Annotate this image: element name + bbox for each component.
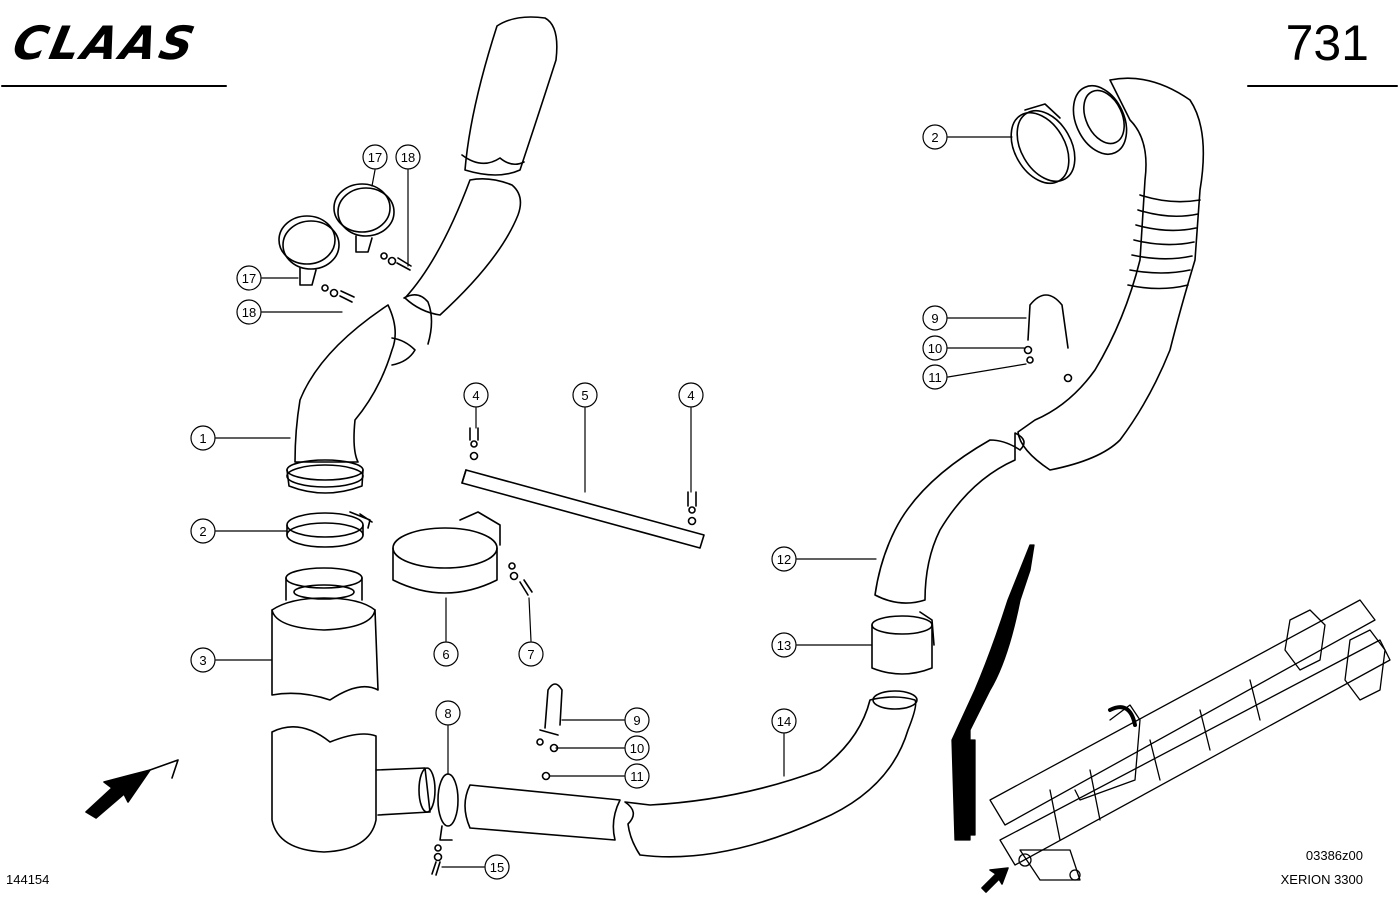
svg-text:9: 9 <box>931 311 938 326</box>
vehicle-frame-overview <box>951 544 1391 881</box>
callout-4-right: 4 <box>678 382 704 408</box>
svg-text:18: 18 <box>242 305 256 320</box>
callout-3: 3 <box>190 647 216 673</box>
tail-pipe-upper <box>403 16 558 345</box>
callout-11-lower: 11 <box>624 763 650 789</box>
svg-text:4: 4 <box>687 388 694 403</box>
callout-11-upper: 11 <box>922 364 948 390</box>
callout-8: 8 <box>435 700 461 726</box>
callout-7: 7 <box>518 641 544 667</box>
small-direction-arrow-icon <box>981 867 1009 893</box>
svg-text:10: 10 <box>928 341 942 356</box>
callout-10-lower: 10 <box>624 735 650 761</box>
callout-18-lower: 18 <box>236 299 262 325</box>
callout-6: 6 <box>433 641 459 667</box>
callout-1: 1 <box>190 425 216 451</box>
svg-text:14: 14 <box>777 714 791 729</box>
callout-9-lower: 9 <box>624 707 650 733</box>
svg-text:7: 7 <box>527 647 534 662</box>
svg-text:6: 6 <box>442 647 449 662</box>
callout-17-lower: 17 <box>236 265 262 291</box>
callout-5: 5 <box>572 382 598 408</box>
svg-text:11: 11 <box>928 370 942 385</box>
callout-2-left: 2 <box>190 518 216 544</box>
svg-text:17: 17 <box>242 271 256 286</box>
callout-2-right: 2 <box>922 124 948 150</box>
band-clamp-8 <box>431 773 459 876</box>
svg-text:5: 5 <box>581 388 588 403</box>
callout-14: 14 <box>771 708 797 734</box>
callout-10-upper: 10 <box>922 335 948 361</box>
svg-text:9: 9 <box>633 713 640 728</box>
exhaust-clamp-right <box>1010 103 1076 185</box>
exhaust-clamp-left <box>286 511 373 548</box>
svg-text:8: 8 <box>444 706 451 721</box>
model-name: XERION 3300 <box>1280 872 1363 887</box>
svg-text:4: 4 <box>472 388 479 403</box>
svg-text:15: 15 <box>490 860 504 875</box>
exhaust-pipe-upper-right <box>874 77 1205 604</box>
svg-text:3: 3 <box>199 653 206 668</box>
u-bolt-lower <box>536 683 563 781</box>
silencer-body <box>271 567 436 853</box>
u-bolt-upper <box>1023 294 1073 383</box>
svg-text:10: 10 <box>630 741 644 756</box>
callout-12: 12 <box>771 546 797 572</box>
direction-arrow-icon <box>85 759 179 819</box>
svg-text:17: 17 <box>368 150 382 165</box>
svg-text:2: 2 <box>199 524 206 539</box>
callout-leaders <box>215 136 1027 868</box>
svg-text:2: 2 <box>931 130 938 145</box>
svg-text:12: 12 <box>777 552 791 567</box>
pipe-connector-sleeve <box>871 611 935 710</box>
callout-15: 15 <box>484 854 510 880</box>
tail-pipe-elbow <box>286 304 416 494</box>
callout-markers: 1 2 3 17 18 17 18 4 5 4 6 7 8 9 10 11 15… <box>190 124 948 880</box>
callout-17-upper: 17 <box>362 144 388 170</box>
svg-text:18: 18 <box>401 150 415 165</box>
callout-9-upper: 9 <box>922 305 948 331</box>
callout-13: 13 <box>771 632 797 658</box>
svg-text:11: 11 <box>630 769 644 784</box>
callout-18-upper: 18 <box>395 144 421 170</box>
drawing-code: 03386z00 <box>1305 848 1363 863</box>
pipe-bracket-clamps <box>278 183 412 303</box>
mounting-strap <box>461 427 705 549</box>
svg-text:1: 1 <box>199 431 206 446</box>
sheet-id: 144154 <box>6 872 50 887</box>
callout-4-left: 4 <box>463 382 489 408</box>
support-band-clamp <box>392 511 533 596</box>
page-number: 731 <box>1285 15 1369 71</box>
exhaust-pipe-lower <box>464 696 917 858</box>
svg-text:13: 13 <box>777 638 791 653</box>
